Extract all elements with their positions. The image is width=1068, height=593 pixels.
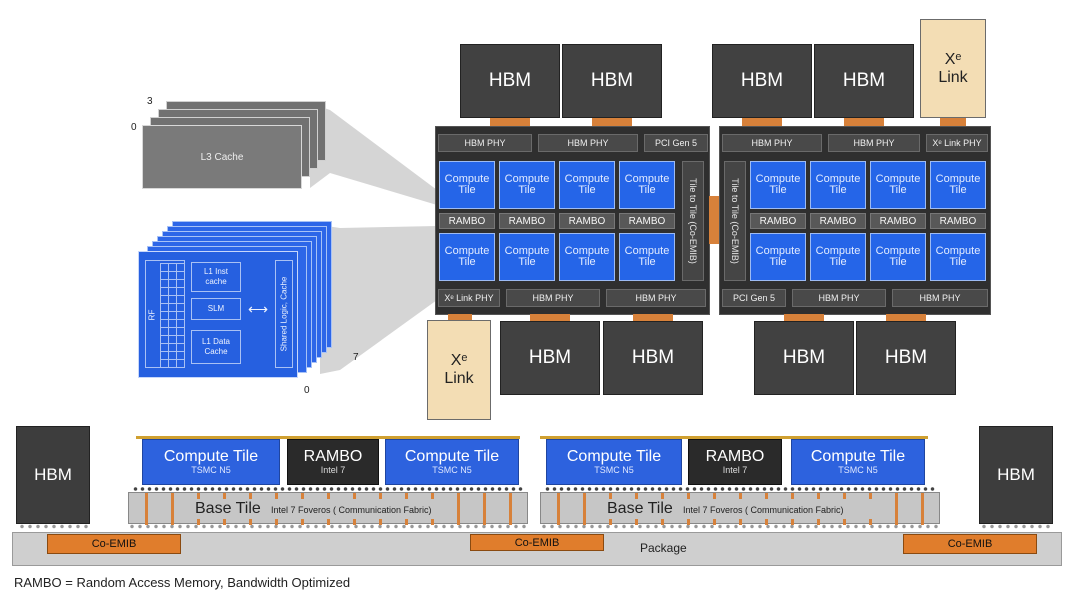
base-tile-label-right: Base Tile [607,500,673,517]
rambo-l-1: RAMBO [439,213,495,229]
right-xe-link-phy: Xᵉ Link PHY [926,134,988,152]
left-hbm-phy-3: HBM PHY [506,289,600,307]
left-xe-link-phy: Xᵉ Link PHY [438,289,500,307]
hbm-top-right-2: HBM [814,44,914,118]
hbm-top-right-1: HBM [712,44,812,118]
hbm-top-left-1: HBM [460,44,560,118]
hbm-bottom-left-2: HBM [603,321,703,395]
bump-row-right-hbm [980,524,1052,529]
hbm-bottom-left-1: HBM [500,321,600,395]
left-hbm-phy-2: HBM PHY [538,134,638,152]
co-emib-right: Co-EMIB [903,534,1037,554]
hbm-bottom-right-1: HBM [754,321,854,395]
rambo-r-4: RAMBO [930,213,986,229]
left-pci-gen5: PCI Gen 5 [644,134,708,152]
rf-label: RF [146,309,156,321]
right-hbm-phy-3: HBM PHY [792,289,886,307]
side-hbm-left: HBM [16,426,90,524]
rambo-l-3: RAMBO [559,213,615,229]
footnote: RAMBO = Random Access Memory, Bandwidth … [14,575,351,590]
left-tile-to-tile: Tile to Tile (Co-EMIB) [682,161,704,281]
right-tile-to-tile: Tile to Tile (Co-EMIB) [724,161,746,281]
foveros-label-left: Intel 7 Foveros ( Communication Fabric) [271,505,432,515]
base-tile-left: Base Tile Intel 7 Foveros ( Communicatio… [128,492,528,525]
rambo-l-2: RAMBO [499,213,555,229]
rambo-r-2: RAMBO [810,213,866,229]
bump-row-right-top [544,486,936,492]
right-hbm-phy-4: HBM PHY [892,289,988,307]
l3-cache-label: L3 Cache [200,151,244,163]
rambo-l-4: RAMBO [619,213,675,229]
register-file: RF [145,260,185,368]
xe-index-bottom: 0 [304,385,310,396]
bump-row-left-hbm [18,524,90,529]
right-hbm-phy-1: HBM PHY [722,134,822,152]
l3-index-bottom: 0 [131,122,137,133]
co-emib-center: Co-EMIB [470,534,604,551]
xe-link-top-right: Xᵉ Link [920,19,986,118]
bump-row-left-stack [128,524,528,529]
right-pci-gen5: PCI Gen 5 [722,289,786,307]
rambo-r-1: RAMBO [750,213,806,229]
left-hbm-phy-1: HBM PHY [438,134,532,152]
package-label: Package [640,541,687,555]
xe-core-front: RF L1 Inst cache SLM L1 Data Cache ⟷ Sha… [138,251,298,378]
base-tile-right: Base Tile Intel 7 Foveros ( Communicatio… [540,492,940,525]
l3-cache-front: L3 Cache [142,125,302,189]
side-hbm-right: HBM [979,426,1053,524]
base-tile-label-left: Base Tile [195,500,261,517]
double-arrow-icon: ⟷ [247,301,269,317]
rambo-r-3: RAMBO [870,213,926,229]
foveros-label-right: Intel 7 Foveros ( Communication Fabric) [683,505,844,515]
shared-logic-cache: Shared Logic, Cache [275,260,293,368]
l1-data-cache: L1 Data Cache [191,330,241,364]
l1-inst-cache: L1 Inst cache [191,262,241,292]
hbm-top-left-2: HBM [562,44,662,118]
l3-index-top: 3 [147,96,153,107]
bump-row-right-stack [540,524,940,529]
xe-link-bottom-left: Xᵉ Link [427,320,491,420]
xe-index-right: 7 [353,352,359,363]
hbm-bottom-right-2: HBM [856,321,956,395]
right-hbm-phy-2: HBM PHY [828,134,920,152]
slm: SLM [191,298,241,320]
left-hbm-phy-4: HBM PHY [606,289,706,307]
die-bridge [709,196,720,244]
co-emib-left: Co-EMIB [47,534,181,554]
bump-row-left-top [132,486,524,492]
